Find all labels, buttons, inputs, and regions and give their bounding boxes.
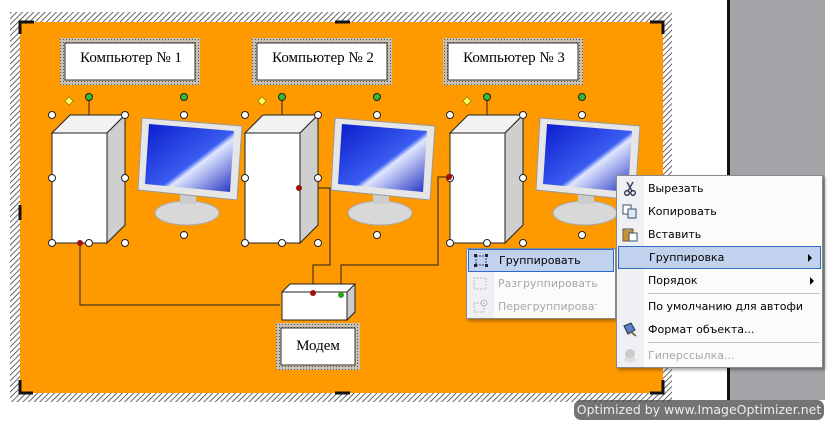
format-object-icon	[623, 322, 637, 337]
resize-handle[interactable]	[241, 239, 249, 247]
label-box	[447, 42, 579, 81]
resize-handle[interactable]	[241, 174, 249, 182]
computer-label-1[interactable]: Компьютер № 1	[80, 50, 182, 66]
computer-unit-3[interactable]	[443, 38, 641, 247]
resize-handle[interactable]	[519, 174, 527, 182]
resize-handle[interactable]	[578, 111, 586, 119]
connection-point[interactable]	[77, 240, 83, 246]
modem-label-box	[280, 327, 356, 366]
copy-icon	[622, 204, 637, 219]
ungroup-icon	[473, 277, 487, 290]
computer-label-2[interactable]: Компьютер № 2	[272, 50, 374, 66]
connectors[interactable]	[79, 176, 449, 306]
connection-point[interactable]	[446, 174, 452, 180]
submenu-arrow-icon	[810, 276, 814, 285]
system-unit[interactable]	[449, 132, 506, 244]
submenu-arrow-icon	[808, 253, 812, 262]
resize-handle[interactable]	[121, 111, 129, 119]
monitor-icon[interactable]	[137, 117, 243, 226]
separator	[648, 293, 820, 294]
menu-item-autoshape-default[interactable]: По умолчанию для автофигур	[648, 300, 804, 313]
menu-item-order[interactable]: Порядок	[617, 269, 822, 292]
paste-icon	[622, 228, 638, 242]
adjust-handle[interactable]	[462, 96, 472, 106]
resize-handle[interactable]	[373, 231, 381, 239]
rotate-handle[interactable]	[483, 93, 491, 101]
resize-handle[interactable]	[314, 111, 322, 119]
label-box	[256, 42, 388, 81]
group-icon	[474, 254, 488, 267]
label-box	[64, 42, 196, 81]
system-unit[interactable]	[244, 132, 301, 244]
monitor-icon[interactable]	[330, 117, 436, 226]
computer-label-3[interactable]: Компьютер № 3	[463, 50, 565, 66]
menu-item-hyperlink: Гиперссылка...	[617, 344, 822, 367]
scissors-icon	[624, 181, 636, 196]
system-unit-side[interactable]	[299, 113, 319, 245]
system-unit-side[interactable]	[106, 113, 126, 245]
adjust-handle[interactable]	[64, 96, 74, 106]
rotate-handle[interactable]	[85, 93, 93, 101]
resize-handle[interactable]	[48, 239, 56, 247]
resize-handle[interactable]	[446, 111, 454, 119]
resize-handle[interactable]	[121, 239, 129, 247]
menu-item-copy[interactable]: Копировать	[617, 200, 822, 223]
resize-handle[interactable]	[278, 239, 286, 247]
rotate-handle[interactable]	[373, 93, 381, 101]
resize-handle[interactable]	[446, 239, 454, 247]
menu-item-paste[interactable]: Вставить	[617, 223, 822, 246]
monitor-icon[interactable]	[535, 117, 641, 226]
resize-handle[interactable]	[373, 111, 381, 119]
computer-unit-1[interactable]	[48, 38, 243, 247]
menu-item-group[interactable]: Группировать	[468, 249, 614, 272]
resize-handle[interactable]	[314, 239, 322, 247]
watermark: Optimized by www.ImageOptimizer.net	[574, 400, 824, 420]
resize-handle[interactable]	[483, 239, 491, 247]
resize-handle[interactable]	[180, 231, 188, 239]
hyperlink-icon	[624, 349, 636, 363]
modem-label[interactable]: Модем	[296, 338, 340, 354]
rotate-handle[interactable]	[180, 93, 188, 101]
resize-handle[interactable]	[519, 239, 527, 247]
context-menu: Вырезать Копировать Вставить Группировка…	[616, 175, 823, 368]
menu-item-grouping[interactable]: Группировка	[618, 246, 821, 269]
resize-handle[interactable]	[314, 174, 322, 182]
resize-handle[interactable]	[48, 111, 56, 119]
menu-item-format-object[interactable]: Формат объекта...	[617, 318, 822, 341]
rotate-handle[interactable]	[278, 93, 286, 101]
resize-handle[interactable]	[121, 174, 129, 182]
computer-unit-2[interactable]	[241, 38, 436, 247]
resize-handle[interactable]	[241, 111, 249, 119]
system-unit[interactable]	[51, 132, 108, 244]
resize-handle[interactable]	[180, 111, 188, 119]
adjust-handle[interactable]	[257, 96, 267, 106]
resize-handle[interactable]	[519, 111, 527, 119]
connection-point[interactable]	[296, 185, 302, 191]
menu-item-ungroup: Разгруппировать	[467, 272, 615, 295]
menu-item-cut[interactable]: Вырезать	[617, 177, 822, 200]
rotate-handle[interactable]	[578, 93, 586, 101]
resize-handle[interactable]	[48, 174, 56, 182]
resize-handle[interactable]	[578, 231, 586, 239]
menu-item-regroup: Перегруппировать	[467, 295, 615, 318]
modem-shape[interactable]	[281, 282, 356, 322]
system-unit-side[interactable]	[504, 113, 524, 245]
grouping-submenu: Группировать Разгруппировать Перегруппир…	[466, 248, 616, 319]
regroup-icon	[473, 299, 488, 313]
resize-handle[interactable]	[85, 239, 93, 247]
separator	[648, 342, 820, 343]
